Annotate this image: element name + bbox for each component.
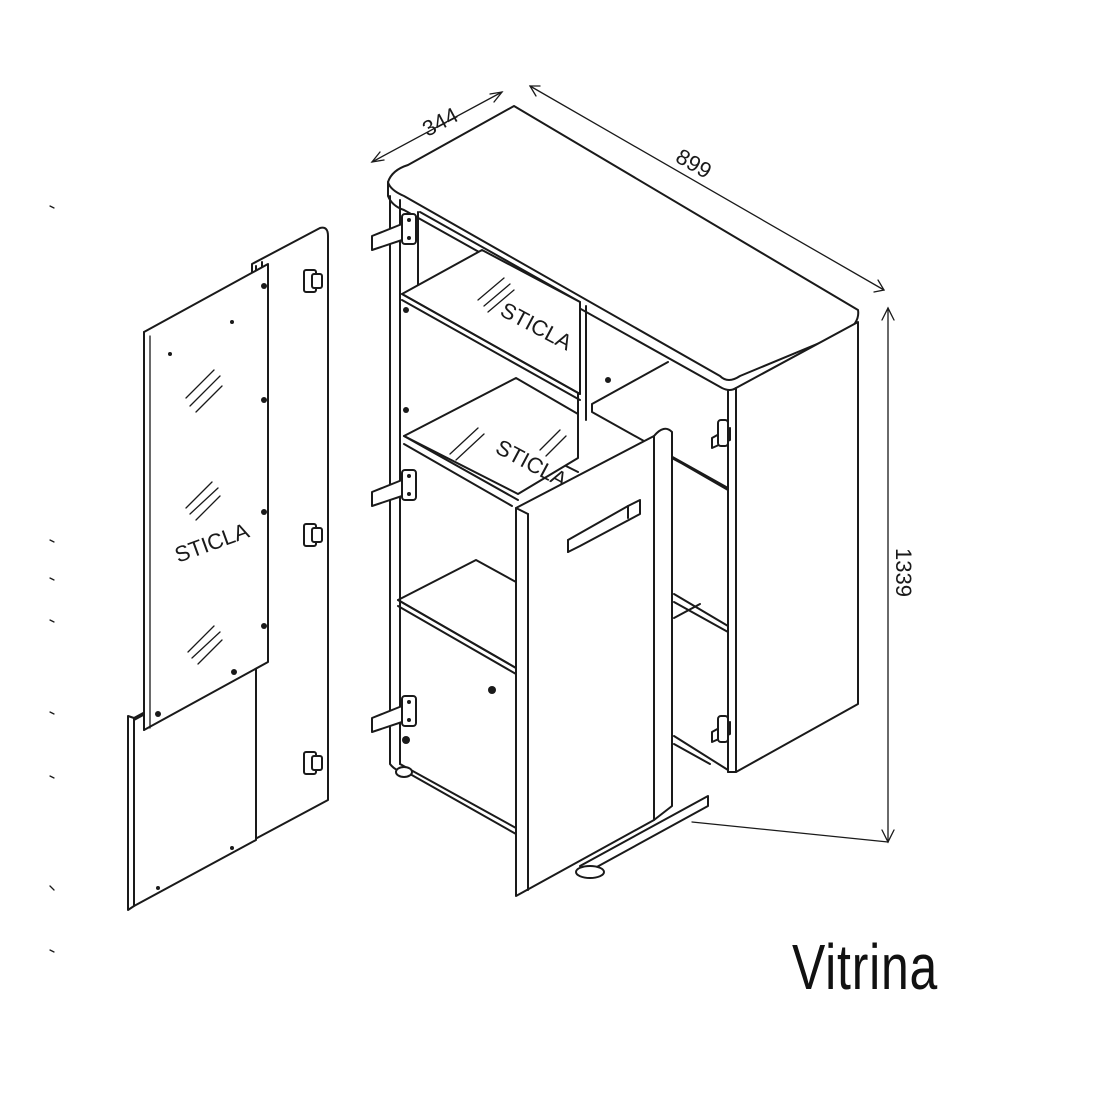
- right-side-panel: [735, 321, 859, 773]
- door-hinge-cup-bottom: [303, 751, 323, 775]
- door-hinge-cup-top: [303, 269, 323, 293]
- open-solid-door: [515, 427, 673, 897]
- glass-panel: [143, 263, 269, 731]
- drawing-caption: Vitrina: [792, 931, 939, 1003]
- door-hinge-cup-middle: [303, 523, 323, 547]
- glass-shelf-lower: STICLA: [403, 377, 579, 507]
- hinge-middle-left: [371, 469, 417, 507]
- dimension-height: 1339: [691, 306, 916, 844]
- hinge-top-left: [371, 213, 417, 251]
- hinge-top-right: [711, 419, 731, 449]
- glass-door: STICLA: [127, 226, 329, 911]
- dimension-width-label: 899: [672, 144, 716, 184]
- hinge-bottom-left: [371, 695, 417, 733]
- top-panel: [387, 105, 860, 381]
- edge-marks: [49, 205, 55, 953]
- dimension-depth-label: 344: [418, 102, 462, 141]
- fixed-shelf: [397, 559, 517, 669]
- dimension-height-label: 1339: [891, 548, 916, 597]
- hinge-bottom-right: [711, 715, 731, 743]
- glass-shelf-upper: STICLA: [401, 249, 581, 401]
- cabinet-body: [387, 105, 860, 879]
